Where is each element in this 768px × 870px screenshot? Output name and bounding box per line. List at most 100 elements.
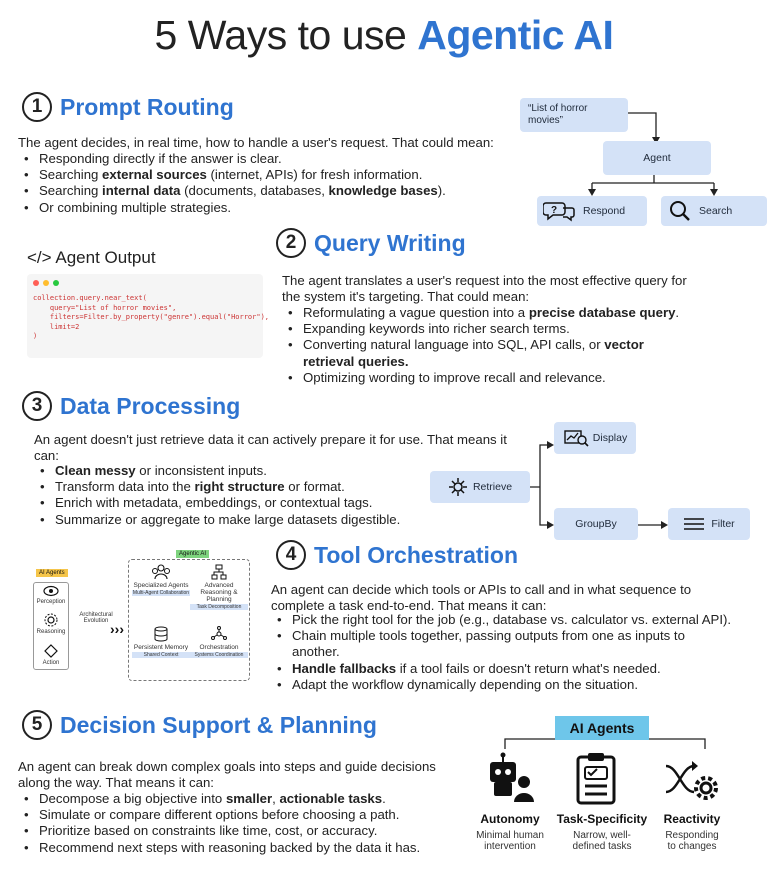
- groupby-node: GroupBy: [554, 508, 638, 540]
- section-5-list: Decompose a big objective into smaller, …: [18, 791, 468, 856]
- title-accent: Agentic AI: [417, 12, 614, 58]
- processing-diagram-connectors: [530, 441, 668, 529]
- list-item: Expanding keywords into richer search te…: [282, 321, 742, 337]
- list-item: Simulate or compare different options be…: [18, 807, 468, 823]
- list-item: Clean messy or inconsistent inputs.: [34, 463, 434, 479]
- agent-trait-title: Task-Specificity: [556, 812, 648, 826]
- perception-item: Perception: [36, 585, 66, 605]
- section-1-intro: The agent decides, in real time, how to …: [18, 135, 494, 150]
- list-item: Searching internal data (documents, data…: [18, 183, 518, 199]
- chevrons-right-icon: ›››: [110, 621, 124, 637]
- section-4-intro: An agent can decide which tools or APIs …: [271, 582, 692, 613]
- list-item: Chain multiple tools together, passing o…: [271, 628, 726, 660]
- agentic-ai-label: Agentic AI: [176, 550, 210, 558]
- code-line: filters=Filter.by_property("genre").equa…: [33, 313, 270, 322]
- retrieve-node: Retrieve: [430, 471, 530, 503]
- section-5-number: 5: [22, 710, 52, 740]
- gear-circuit-icon: [448, 478, 467, 496]
- section-1-number: 1: [22, 92, 52, 122]
- section-2-intro: The agent translates a user's request in…: [282, 273, 687, 304]
- list-filter-icon: [684, 518, 705, 530]
- list-item: Prioritize based on constraints like tim…: [18, 823, 468, 839]
- display-node: Display: [554, 422, 636, 454]
- specialized-item: Specialized Agents Multi-Agent Collabora…: [132, 564, 190, 596]
- code-line: query="List of horror movies",: [33, 303, 177, 312]
- svg-text:?: ?: [551, 205, 557, 216]
- ai-agents-label: AI Agents: [36, 569, 68, 577]
- section-1-list: Responding directly if the answer is cle…: [18, 151, 518, 216]
- code-card: collection.query.near_text( query="List …: [27, 274, 270, 358]
- network-icon: [211, 626, 227, 640]
- orchestration-item: Orchestration Systems Coordination: [190, 626, 248, 658]
- ai-agents-column: [33, 582, 69, 670]
- agent-node: Agent: [603, 141, 711, 175]
- section-4-title: Tool Orchestration: [314, 541, 519, 568]
- people-icon: [152, 564, 170, 580]
- list-item: Decompose a big objective into smaller, …: [18, 791, 468, 807]
- agent-trait-desc: Narrow, well-defined tasks: [572, 830, 632, 852]
- section-2-heading: 2 Query Writing: [276, 228, 466, 258]
- section-3-list: Clean messy or inconsistent inputs. Tran…: [34, 463, 434, 528]
- list-item: Optimizing wording to improve recall and…: [282, 370, 742, 386]
- section-1-title: Prompt Routing: [60, 93, 234, 120]
- search-node: Search: [661, 196, 767, 226]
- section-2-list: Reformulating a vague question into a pr…: [282, 305, 742, 386]
- maximize-dot-icon: [53, 280, 59, 286]
- section-5-title: Decision Support & Planning: [60, 711, 377, 738]
- section-2-number: 2: [276, 228, 306, 258]
- agent-trait-title: Autonomy: [480, 812, 540, 826]
- list-item: Transform data into the right structure …: [34, 479, 434, 495]
- section-4-number: 4: [276, 540, 306, 570]
- search-icon: [670, 201, 690, 221]
- section-3-title: Data Processing: [60, 392, 241, 419]
- reasoning-item: Reasoning: [36, 613, 66, 635]
- eye-icon: [43, 585, 59, 597]
- list-item: Recommend next steps with reasoning back…: [18, 840, 468, 856]
- minimize-dot-icon: [43, 280, 49, 286]
- filter-node: Filter: [668, 508, 750, 540]
- action-icon: [44, 644, 58, 658]
- list-item: Adapt the workflow dynamically depending…: [271, 677, 756, 693]
- advanced-item: Advanced Reasoning & Planning Task Decom…: [190, 564, 248, 610]
- page-title: 5 Ways to use Agentic AI: [0, 12, 768, 59]
- section-3-heading: 3 Data Processing: [22, 391, 240, 421]
- window-dots: [33, 280, 257, 286]
- code-line: limit=2: [33, 322, 80, 331]
- agentic-ai-box: [128, 559, 250, 681]
- list-item: Responding directly if the answer is cle…: [18, 151, 518, 167]
- section-5-intro: An agent can break down complex goals in…: [18, 759, 436, 790]
- list-item: Or combining multiple strategies.: [18, 200, 518, 216]
- evolution-label: Architectural Evolution: [79, 612, 113, 624]
- section-5-heading: 5 Decision Support & Planning: [22, 710, 377, 740]
- robot-person-icon: [490, 752, 534, 802]
- list-item: Handle fallbacks if a tool fails or does…: [271, 661, 756, 677]
- agent-output-heading: </> Agent Output: [27, 248, 156, 267]
- section-2-title: Query Writing: [314, 229, 466, 256]
- shuffle-gear-icon: [665, 761, 718, 800]
- list-item: Reformulating a vague question into a pr…: [282, 305, 742, 321]
- section-1-heading: 1 Prompt Routing: [22, 92, 234, 122]
- list-item: Summarize or aggregate to make large dat…: [34, 512, 434, 528]
- agent-trait-title: Reactivity: [663, 812, 721, 826]
- chat-question-icon: ?: [543, 202, 575, 222]
- code-line: collection.query.near_text(: [33, 294, 147, 302]
- section-4-list: Pick the right tool for the job (e.g., d…: [271, 612, 756, 693]
- title-prefix: 5 Ways to use: [154, 12, 407, 58]
- list-item: Enrich with metadata, embeddings, or con…: [34, 495, 434, 511]
- code-line: ): [33, 332, 38, 341]
- ai-agents-header: AI Agents: [555, 716, 649, 740]
- database-icon: [154, 626, 168, 642]
- close-dot-icon: [33, 280, 39, 286]
- hierarchy-icon: [211, 564, 227, 580]
- memory-item: Persistent Memory Shared Context: [132, 626, 190, 658]
- section-3-intro: An agent doesn't just retrieve data it c…: [34, 432, 507, 463]
- gear-icon: [44, 613, 58, 627]
- query-node: “List of horror movies”: [520, 98, 628, 132]
- list-item: Searching external sources (internet, AP…: [18, 167, 518, 183]
- routing-diagram-connectors: [588, 112, 718, 196]
- list-item: Converting natural language into SQL, AP…: [282, 337, 672, 369]
- action-item: Action: [36, 644, 66, 666]
- respond-node: ? Respond: [537, 196, 647, 226]
